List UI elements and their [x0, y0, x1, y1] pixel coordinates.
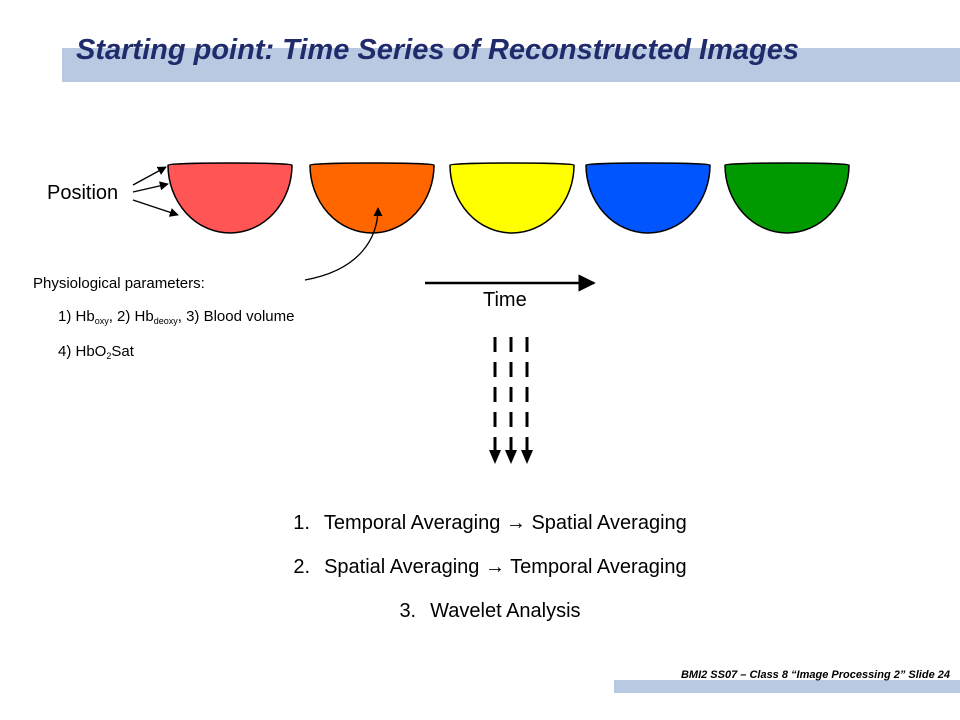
position-arrow-bottom: [132, 199, 179, 217]
footer-bar: [614, 680, 960, 693]
arrowhead-1: [489, 450, 501, 464]
physio-subscript: deoxy: [153, 316, 178, 326]
physio-heading: Physiological parameters:: [33, 275, 205, 292]
bowl-5: [724, 162, 850, 234]
physio-text: 1) Hb: [58, 308, 95, 325]
arrowhead-3: [521, 450, 533, 464]
right-arrow-icon: →: [484, 556, 505, 578]
arrowhead-2: [505, 450, 517, 464]
step-item: 2. Spatial Averaging → Temporal Averaging: [0, 556, 960, 579]
physio-text: Sat: [111, 343, 134, 360]
physio-line-2: 4) HbO2Sat: [58, 343, 134, 361]
bowl-1: [167, 162, 293, 234]
step-number: 1.: [293, 512, 310, 534]
time-label: Time: [483, 289, 527, 311]
position-arrow-top: [132, 166, 167, 186]
physio-subscript: 2: [106, 351, 112, 361]
step-number: 2.: [293, 556, 311, 578]
bowl-green: [724, 162, 850, 234]
arrowheads-down: [489, 450, 533, 464]
step-text: Wavelet Analysis: [430, 600, 581, 622]
physio-curved-arrow: [304, 207, 383, 281]
step-text: Temporal Averaging: [323, 512, 501, 534]
bowl-orange: [309, 162, 435, 234]
bowl-blue: [585, 162, 711, 234]
position-label: Position: [47, 182, 119, 204]
bowl-yellow: [449, 162, 575, 234]
physio-text: , 3) Blood volume: [177, 308, 295, 325]
bowl-4: [585, 162, 711, 234]
step-number: 3.: [399, 600, 417, 622]
step-text: Spatial Averaging: [531, 512, 687, 534]
physio-text: , 2) Hb: [108, 308, 154, 325]
slide-title: Starting point: Time Series of Reconstru…: [76, 34, 800, 66]
dashed-down-arrows: [493, 337, 529, 452]
step-text: Spatial Averaging: [324, 556, 480, 578]
step-item: 1. Temporal Averaging → Spatial Averaging: [0, 512, 960, 535]
bowl-3: [449, 162, 575, 234]
step-text: Temporal Averaging: [510, 556, 687, 578]
bowl-2: [309, 162, 435, 234]
step-item: 3. Wavelet Analysis: [0, 600, 960, 623]
position-arrow-middle: [132, 181, 169, 193]
slide-footer: BMI2 SS07 – Class 8 “Image Processing 2”…: [680, 669, 950, 681]
title-bar: [62, 48, 960, 82]
right-arrow-icon: →: [505, 512, 526, 534]
physio-line-1: 1) Hboxy, 2) Hbdeoxy, 3) Blood volume: [58, 308, 295, 326]
bowl-red: [167, 162, 293, 234]
physio-subscript: oxy: [94, 316, 109, 326]
physio-text: 4) HbO: [58, 343, 107, 360]
